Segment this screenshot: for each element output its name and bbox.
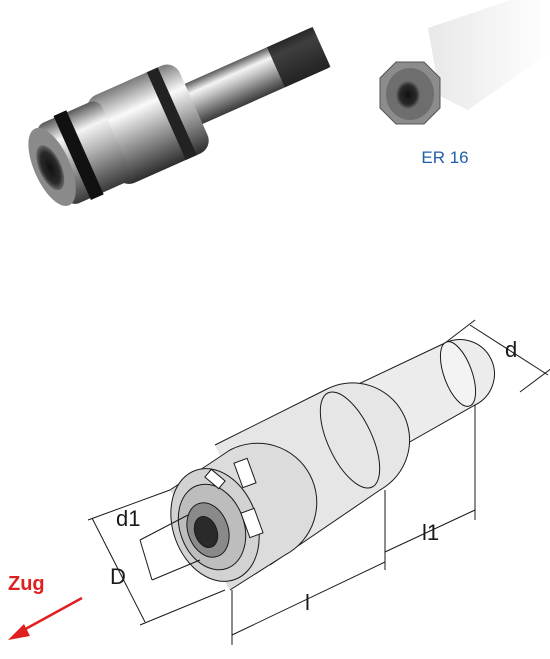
collet-bore: [36, 145, 65, 191]
er-caption: ER 16: [421, 148, 468, 167]
label-l: l: [305, 590, 310, 615]
dim-l1: [384, 405, 476, 553]
label-d: d: [505, 337, 517, 362]
dim-d: [444, 319, 550, 393]
pull-arrow-shaft: [19, 596, 83, 634]
tool-holder-photo: [28, 26, 331, 207]
label-d1: d1: [116, 506, 140, 531]
shank-flat: [266, 26, 331, 88]
pull-direction: Zug: [8, 573, 83, 640]
pull-arrow-head-icon: [8, 624, 30, 640]
pull-label: Zug: [8, 573, 45, 595]
nut-photo-shank: [428, 0, 550, 110]
body-groove: [146, 67, 197, 160]
nut-bore: [396, 81, 420, 109]
er-collet-nut-photo: ER 16: [379, 0, 550, 167]
dimension-labels: d d1 D l l1: [110, 337, 517, 615]
technical-drawing: [87, 319, 550, 645]
label-D: D: [110, 564, 126, 589]
drawing-nut: [169, 442, 318, 591]
nut-ring: [53, 110, 104, 201]
dim-l: [231, 490, 386, 645]
label-l1: l1: [422, 520, 439, 545]
dim-d1: [139, 514, 201, 581]
dim-D: [87, 489, 226, 626]
